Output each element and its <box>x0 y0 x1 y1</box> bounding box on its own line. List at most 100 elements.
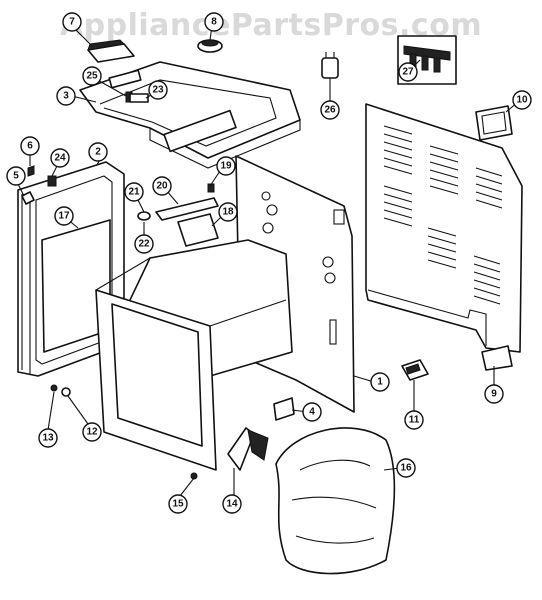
callout-circle <box>82 66 102 86</box>
part-16-insulation-blanket <box>275 427 396 575</box>
callout-number: 9 <box>491 389 497 400</box>
callout-circle <box>204 12 224 32</box>
callout-number: 13 <box>42 433 54 444</box>
callout-number: 15 <box>172 499 184 510</box>
callout-number: 6 <box>27 141 33 152</box>
callout-circle <box>302 402 322 422</box>
part-10-bracket <box>475 105 513 141</box>
callout-16: 16 <box>396 458 416 478</box>
callout-number: 26 <box>324 105 336 116</box>
callout-number: 24 <box>54 153 66 164</box>
callout-circle <box>398 62 418 82</box>
callout-circle <box>50 148 70 168</box>
callout-circle <box>20 136 40 156</box>
callout-1: 1 <box>370 372 390 392</box>
callout-circle <box>62 12 82 32</box>
vent-slots <box>383 125 503 305</box>
callout-13: 13 <box>38 428 58 448</box>
callout-number: 22 <box>138 239 150 250</box>
callout-23: 23 <box>148 80 168 100</box>
callout-number: 2 <box>95 147 101 158</box>
part-13-12-screws <box>50 384 71 397</box>
callout-number: 23 <box>152 85 164 96</box>
callout-number: 16 <box>400 463 412 474</box>
callout-circle <box>38 428 58 448</box>
callout-17: 17 <box>54 206 74 226</box>
callout-circle <box>218 202 238 222</box>
callout-4: 4 <box>302 402 322 422</box>
callout-number: 1 <box>377 377 383 388</box>
callout-21: 21 <box>124 182 144 202</box>
part-18-22-bracket-group <box>137 183 219 247</box>
callout-circle <box>148 80 168 100</box>
callout-3: 3 <box>56 86 76 106</box>
part-3-top-plate <box>79 61 301 169</box>
callout-circle <box>168 494 188 514</box>
callout-number: 21 <box>128 187 140 198</box>
callout-10: 10 <box>512 90 532 110</box>
part-25-23-clips <box>125 91 149 103</box>
callout-number: 27 <box>402 67 414 78</box>
callout-circle <box>396 458 416 478</box>
callout-circle <box>484 384 504 404</box>
callout-circle <box>124 182 144 202</box>
callout-circle <box>370 372 390 392</box>
part-14-hinge <box>227 427 269 471</box>
callout-27: 27 <box>398 62 418 82</box>
callout-number: 18 <box>222 207 234 218</box>
part-6-24-5-small-parts <box>21 165 57 205</box>
callout-circle <box>56 86 76 106</box>
callout-number: 20 <box>156 181 168 192</box>
part-11-bracket <box>401 359 429 381</box>
callout-circle <box>216 156 236 176</box>
callout-number: 7 <box>69 17 75 28</box>
part-26-plug <box>321 52 339 96</box>
callout-circle <box>82 422 102 442</box>
callout-number: 17 <box>58 211 70 222</box>
callout-9: 9 <box>484 384 504 404</box>
callout-circle <box>54 206 74 226</box>
part-9-bracket <box>481 345 513 371</box>
callout-22: 22 <box>134 234 154 254</box>
callout-circle <box>88 142 108 162</box>
callout-number: 11 <box>409 415 420 426</box>
callout-12: 12 <box>82 422 102 442</box>
callout-25: 25 <box>82 66 102 86</box>
callout-circle <box>6 166 26 186</box>
part-8-cap <box>197 39 223 53</box>
callout-20: 20 <box>152 176 172 196</box>
callout-18: 18 <box>218 202 238 222</box>
callout-circle <box>222 494 242 514</box>
callout-circle <box>404 410 424 430</box>
callout-circle <box>320 100 340 120</box>
callout-number: 5 <box>13 171 19 182</box>
callout-24: 24 <box>50 148 70 168</box>
callout-number: 4 <box>309 407 315 418</box>
callout-19: 19 <box>216 156 236 176</box>
callout-number: 8 <box>211 17 217 28</box>
callout-number: 10 <box>516 95 528 106</box>
callout-26: 26 <box>320 100 340 120</box>
part-7-bracket <box>87 39 135 63</box>
callout-14: 14 <box>222 494 242 514</box>
callout-5: 5 <box>6 166 26 186</box>
callout-2: 2 <box>88 142 108 162</box>
callout-number: 19 <box>220 161 232 172</box>
callout-circle <box>512 90 532 110</box>
callout-11: 11 <box>404 410 424 430</box>
part-4-hinge <box>273 397 295 421</box>
callout-circle <box>152 176 172 196</box>
callout-15: 15 <box>168 494 188 514</box>
callout-8: 8 <box>204 12 224 32</box>
callout-number: 14 <box>226 499 238 510</box>
rear-vented-panel <box>365 103 523 353</box>
oven-liner-box <box>95 239 293 471</box>
callout-number: 25 <box>86 71 98 82</box>
callout-circle <box>134 234 154 254</box>
callout-7: 7 <box>62 12 82 32</box>
callout-number: 3 <box>63 91 69 102</box>
callout-6: 6 <box>20 136 40 156</box>
